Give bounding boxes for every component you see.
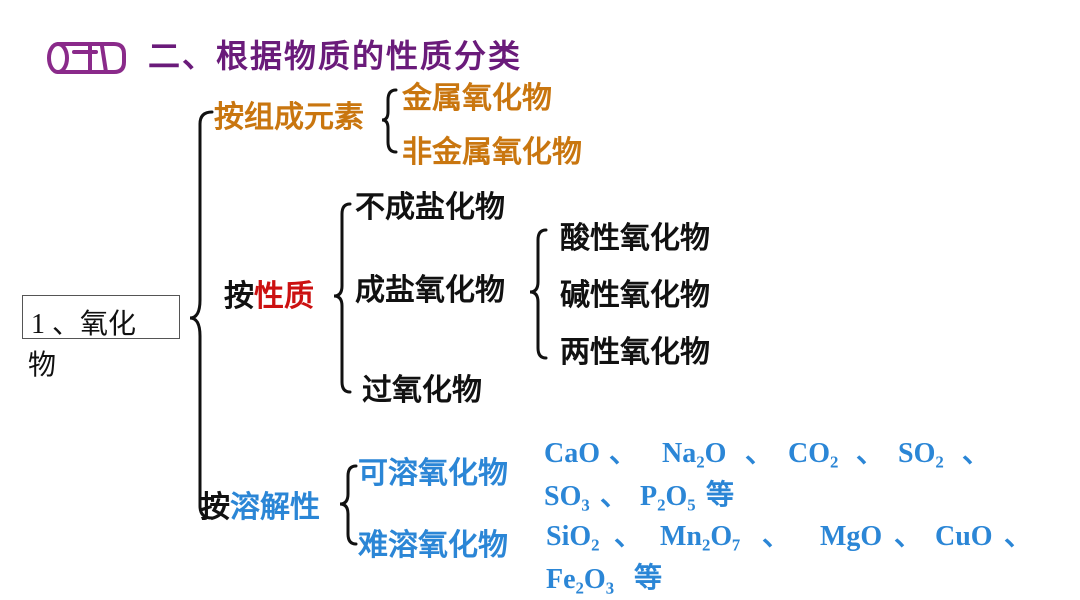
separator: 、 (609, 438, 638, 469)
root-node-box: 1 、氧化 (22, 295, 180, 340)
scroll-icon (47, 42, 126, 74)
soluble-example: CaO (544, 438, 600, 469)
salt-forming-label: 成盐氧化物 (355, 273, 505, 308)
composition-brace (381, 88, 398, 154)
basic-oxide-label: 碱性氧化物 (560, 278, 710, 313)
solubility-label-accent: 溶解性 (230, 490, 320, 525)
separator: 、 (614, 521, 643, 552)
salt-brace (529, 228, 548, 360)
soluble-example: P₂O₅ (640, 481, 696, 512)
separator: 、 (600, 481, 629, 512)
separator: 、 (894, 521, 923, 552)
insoluble-example: CuO (935, 521, 993, 552)
page-title: 二、根据物质的性质分类 (148, 37, 523, 75)
main-brace (189, 110, 214, 520)
soluble-oxide-label: 可溶氧化物 (358, 456, 508, 491)
property-label-accent: 性质 (254, 279, 314, 314)
root-node-label-wrap: 物 (28, 350, 57, 381)
insoluble-example: SiO₂ (546, 521, 600, 552)
insoluble-etc: 等 (634, 561, 663, 594)
property-brace (333, 202, 352, 394)
soluble-example: SO₃ (544, 481, 590, 512)
soluble-example: CO₂ (788, 438, 839, 469)
amphoteric-oxide-label: 两性氧化物 (560, 335, 710, 370)
separator: 、 (856, 438, 885, 469)
acidic-oxide-label: 酸性氧化物 (560, 221, 710, 256)
metal-oxide-label: 金属氧化物 (402, 81, 552, 116)
root-node-label: 1 、氧化 (31, 309, 137, 340)
soluble-etc: 等 (706, 478, 735, 511)
peroxide-label: 过氧化物 (362, 373, 482, 408)
separator: 、 (1004, 521, 1033, 552)
solubility-label: 按溶解性 (200, 493, 320, 523)
soluble-example: SO₂ (898, 438, 944, 469)
insoluble-example: Mn₂O₇ (660, 521, 741, 552)
separator: 、 (962, 438, 991, 469)
solubility-brace (339, 464, 358, 546)
property-label-prefix: 按 (224, 279, 254, 314)
insoluble-example: MgO (820, 521, 883, 552)
non-salt-forming-label: 不成盐化物 (355, 190, 505, 225)
separator: 、 (762, 521, 791, 552)
solubility-label-prefix: 按 (200, 490, 230, 525)
composition-label: 按组成元素 (214, 100, 364, 135)
nonmetal-oxide-label: 非金属氧化物 (402, 135, 582, 170)
soluble-example: Na₂O (662, 438, 727, 469)
insoluble-oxide-label: 难溶氧化物 (358, 528, 508, 563)
property-label: 按性质 (224, 282, 314, 312)
insoluble-example: Fe₂O₃ (546, 564, 615, 595)
separator: 、 (745, 438, 774, 469)
